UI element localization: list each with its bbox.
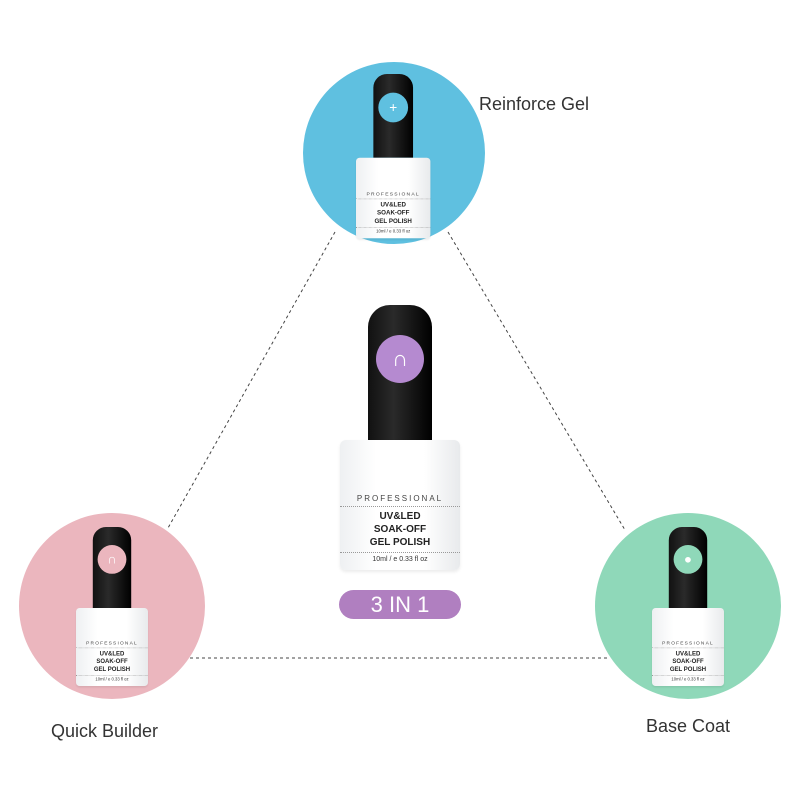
nail-logo-icon: ∩ [376, 335, 424, 383]
drop-icon: ● [673, 545, 703, 574]
bottle-text: PROFESSIONAL [340, 494, 460, 507]
reinforce-gel-label: Reinforce Gel [479, 94, 590, 114]
bottle-text: PROFESSIONAL [652, 640, 724, 649]
bottle-text: 10ml / e 0.33 fl oz [340, 552, 460, 563]
bottle-text: 10ml / e 0.33 fl oz [356, 227, 431, 234]
bottle-text: PROFESSIONAL [76, 640, 148, 649]
quick-builder-label: Quick Builder [51, 721, 159, 741]
bottle-text: 10ml / e 0.33 fl oz [652, 675, 724, 682]
bottle-text: PROFESSIONAL [356, 191, 431, 200]
three-in-one-badge: 3 IN 1 [339, 590, 461, 619]
nail-logo-icon: ∩ [97, 545, 127, 574]
bottle-text: 10ml / e 0.33 fl oz [76, 675, 148, 682]
plus-icon: + [378, 92, 409, 123]
base-coat-label: Base Coat [646, 716, 731, 736]
